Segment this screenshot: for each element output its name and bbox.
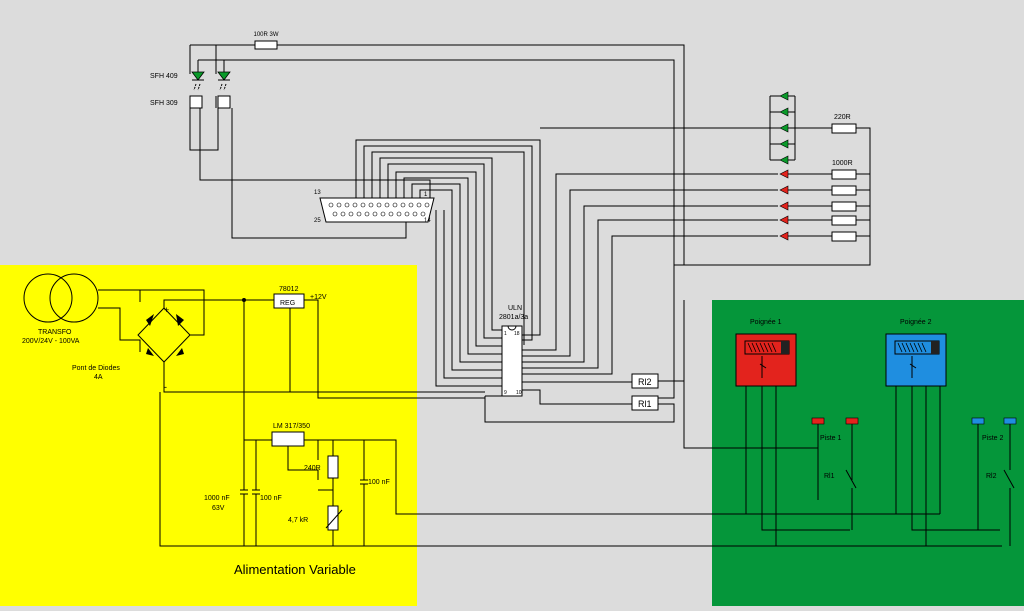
resistor-1000r-2 (831, 185, 857, 196)
resistor-100r-label: 100R 3W (253, 32, 278, 38)
uln-pin9: 9 (504, 390, 507, 396)
track-section: Poignée 1 Poignée 2 Piste 1 Rl1 Piste 2 … (683, 300, 1017, 546)
uln-driver-section: ULN 2801a/3a 1 18 9 10 Rl2 Rl1 (484, 173, 778, 423)
rl2-contact-label: Rl2 (986, 473, 997, 480)
regulator-78012-label: 78012 (279, 286, 299, 293)
red-led-5 (779, 231, 789, 241)
red-led-1 (779, 169, 789, 179)
regulator-box-label: REG (280, 300, 295, 307)
db25-pin14-label: 14 (424, 218, 431, 224)
green-led-5 (779, 155, 789, 165)
cap-100nf-b-label: 100 nF (368, 479, 390, 486)
led-bank-section: 220R 1000R (540, 91, 871, 266)
resistor-1000r-5 (831, 231, 857, 242)
uln-pin10: 10 (516, 390, 522, 396)
uln-chip (501, 325, 523, 397)
ir-sensor-section: 100R 3W SFH 409 SFH 309 (150, 32, 685, 399)
plus12v-label: +12V (310, 294, 327, 301)
sfh409-label: SFH 409 (150, 73, 178, 80)
phototransistor-2 (217, 95, 231, 109)
power-supply-zone (0, 265, 417, 606)
ir-led-2 (217, 71, 231, 81)
green-led-2 (779, 107, 789, 117)
green-led-3 (779, 123, 789, 133)
lane-1-label: Piste 1 (820, 435, 842, 442)
resistor-1000r-4 (831, 215, 857, 226)
red-led-3 (779, 201, 789, 211)
uln-pin18: 18 (514, 331, 520, 337)
lane-2-contact-a (971, 417, 985, 425)
handle-2-label: Poignée 2 (900, 319, 932, 326)
bridge-label-2: 4A (94, 374, 103, 381)
relay-rl1-label: Rl1 (638, 399, 652, 409)
sfh309-label: SFH 309 (150, 100, 178, 107)
resistor-220r-label: 220R (834, 114, 851, 121)
cap-1000nf-label: 1000 nF (204, 495, 230, 502)
resistor-240r (327, 455, 339, 479)
ir-led-1 (191, 71, 205, 81)
lane-1-contact-b (845, 417, 859, 425)
resistor-1000r-1 (831, 169, 857, 180)
lane-2-label: Piste 2 (982, 435, 1004, 442)
resistor-1000r-label: 1000R (832, 160, 853, 167)
regulator-lm317 (271, 431, 305, 447)
power-zone-title: Alimentation Variable (234, 562, 356, 577)
regulator-lm317-label: LM 317/350 (273, 423, 310, 430)
green-led-1 (779, 91, 789, 101)
potentiometer-47k (327, 505, 339, 531)
transformer-coil-1 (23, 273, 73, 323)
transformer-label-1: TRANSFO (38, 329, 72, 336)
relay-rl2-label: Rl2 (638, 377, 652, 387)
green-led-4 (779, 139, 789, 149)
lane-1-contact-a (811, 417, 825, 425)
lane-2-contact-b (1003, 417, 1017, 425)
pot-47k-label: 4,7 kR (288, 517, 308, 524)
resistor-220r (831, 123, 857, 134)
transformer-coil-2 (49, 273, 99, 323)
bridge-plus: + (164, 305, 169, 315)
db25-pins (328, 202, 430, 217)
db25-pin13-label: 13 (314, 190, 321, 196)
handle-1-label: Poignée 1 (750, 319, 782, 326)
transformer-label-2: 200V/24V - 100VA (22, 338, 80, 345)
uln-subtitle: 2801a/3a (499, 314, 528, 321)
uln-pin1: 1 (504, 331, 507, 337)
power-supply-section: TRANSFO 200V/24V - 100VA Pont de Diodes … (22, 273, 1002, 577)
uln-title: ULN (508, 305, 522, 312)
resistor-1000r-3 (831, 201, 857, 212)
resistor-100r (254, 40, 278, 50)
db25-connector (319, 197, 435, 223)
resistor-240r-label: 240R (304, 465, 321, 472)
rl1-contact-label: Rl1 (824, 473, 835, 480)
bridge-label-1: Pont de Diodes (72, 365, 120, 372)
red-led-4 (779, 215, 789, 225)
bridge-minus: - (164, 382, 167, 392)
cap-63v-label: 63V (212, 505, 225, 512)
db25-pin1-label: 1 (424, 192, 428, 198)
relay-rl1 (631, 395, 659, 411)
red-led-2 (779, 185, 789, 195)
cap-100nf-a-label: 100 nF (260, 495, 282, 502)
parallel-port-section: 13 1 25 14 (314, 139, 541, 387)
phototransistor-1 (189, 95, 203, 109)
db25-pin25-label: 25 (314, 218, 321, 224)
regulator-78012 (273, 293, 305, 309)
